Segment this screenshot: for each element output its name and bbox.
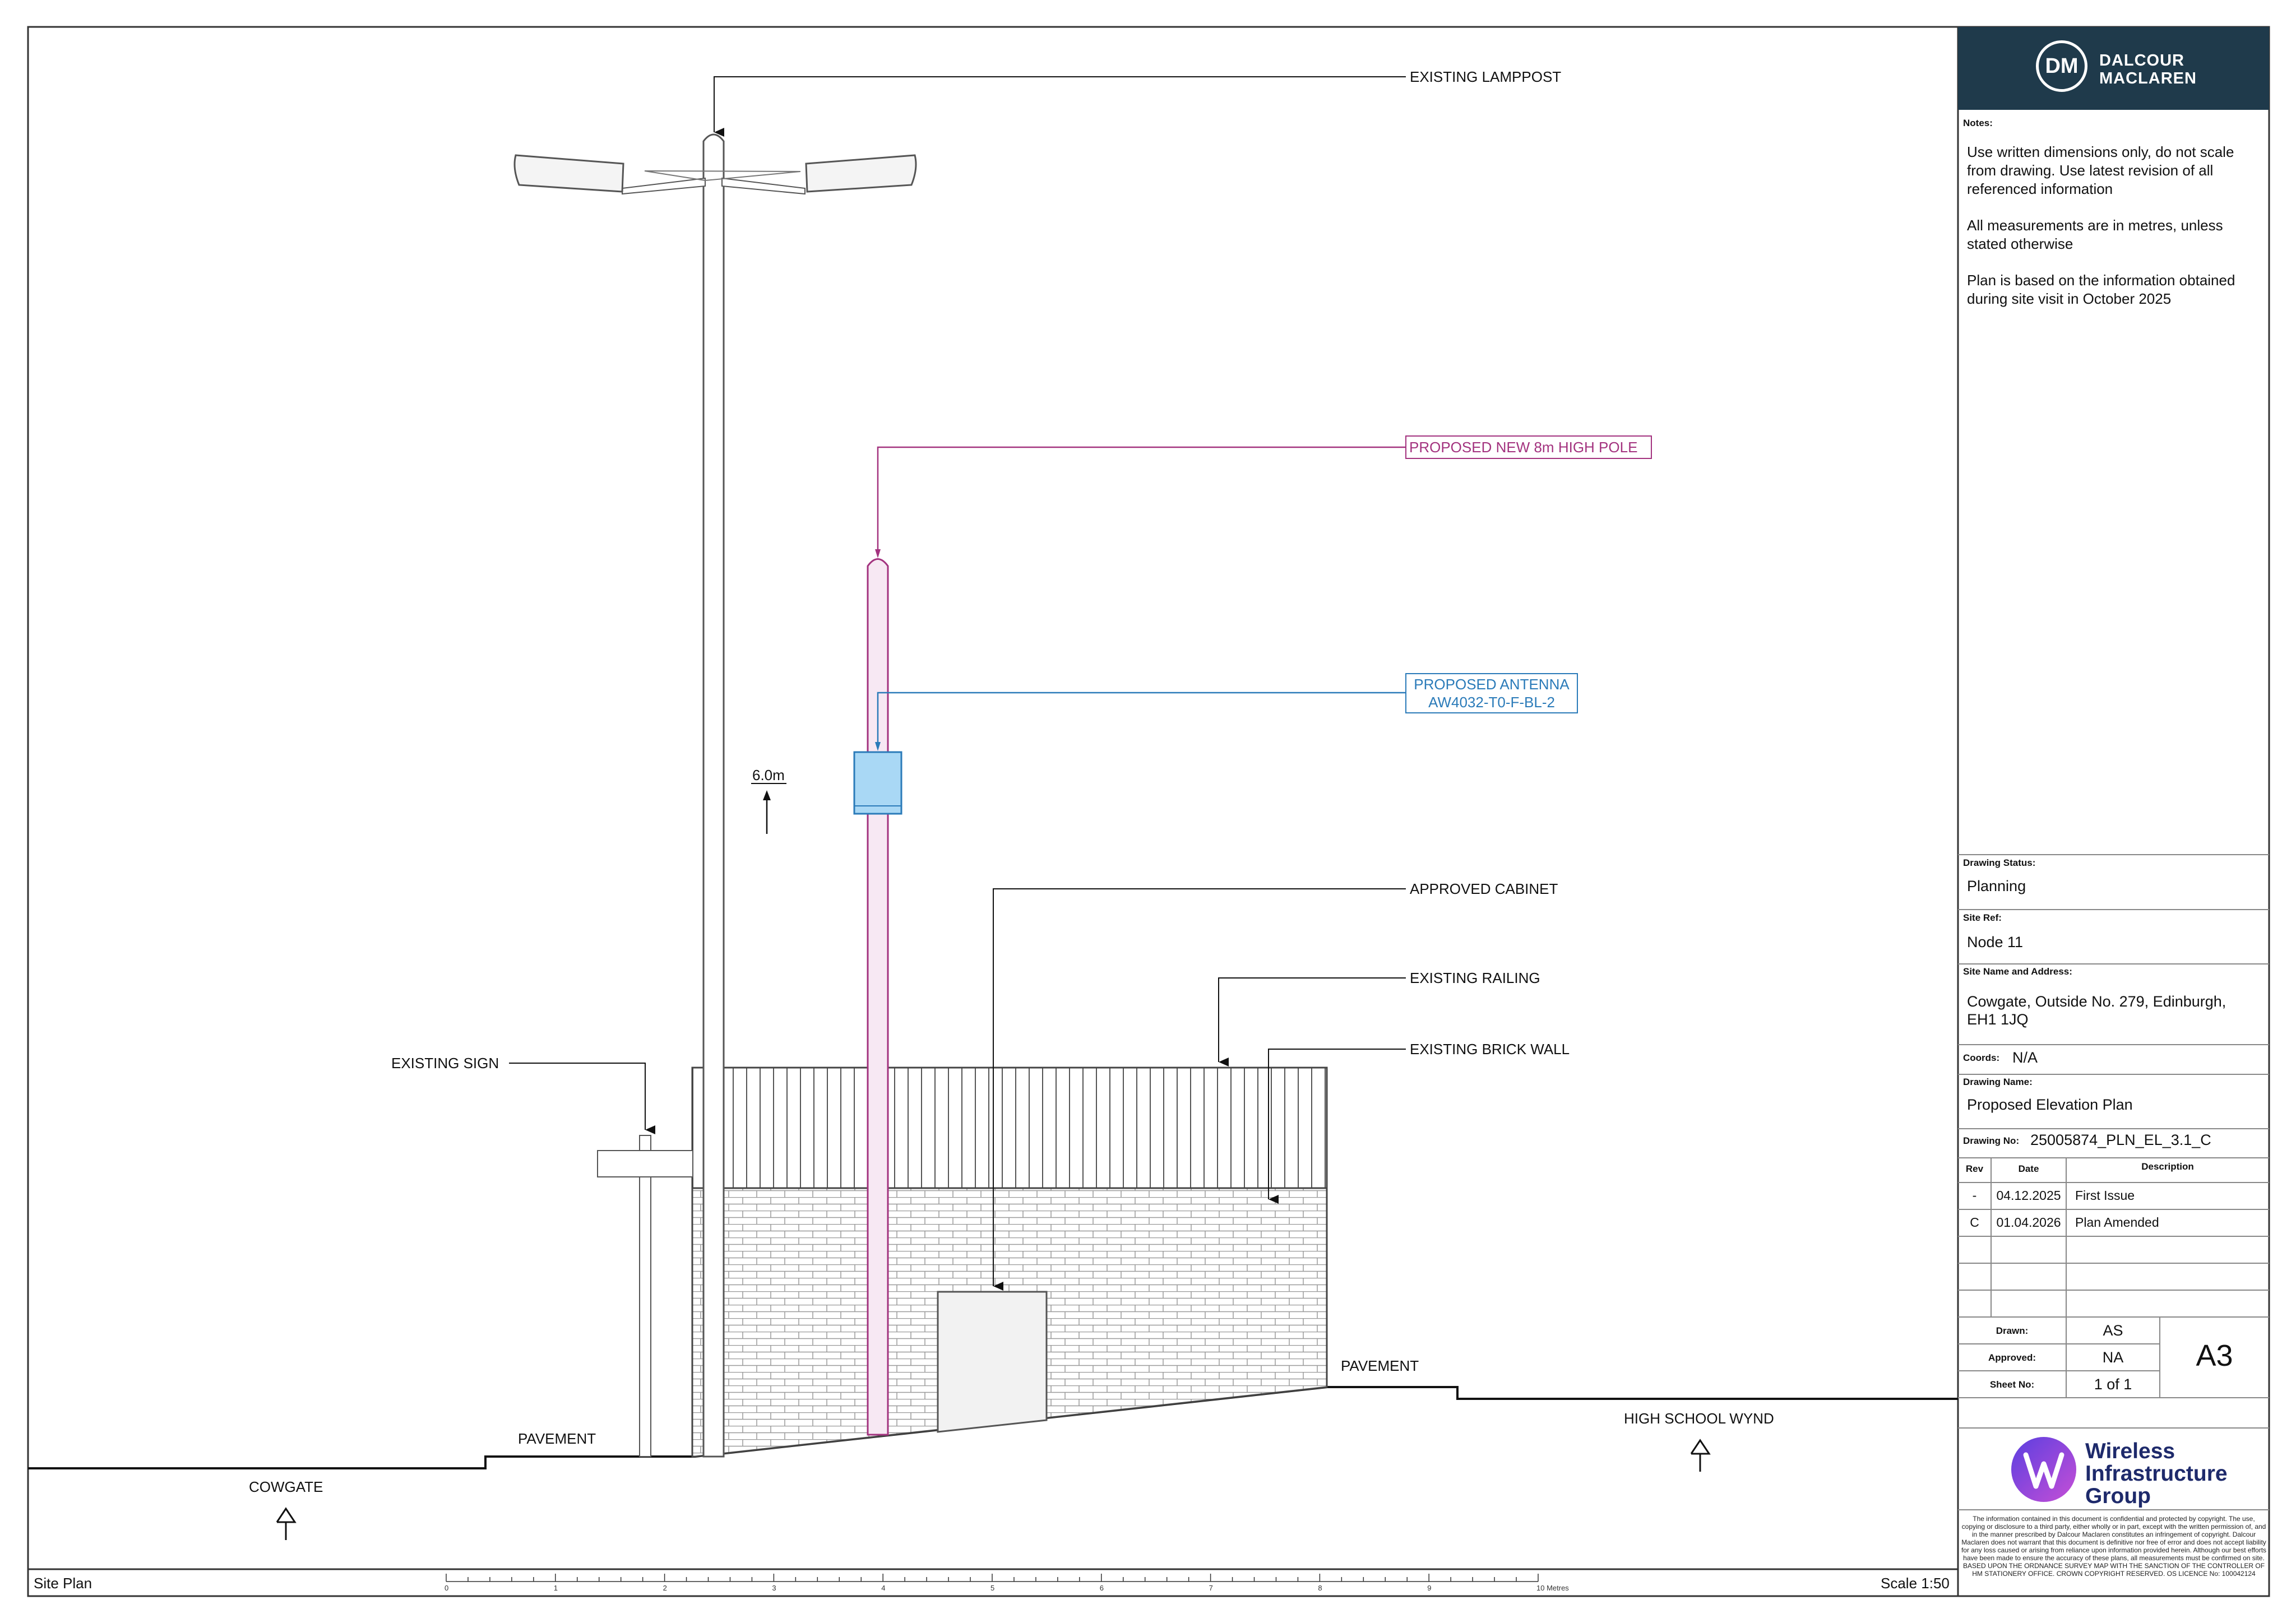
lamp-head-left bbox=[513, 154, 624, 193]
table-row-desc: Plan Amended bbox=[2075, 1215, 2159, 1230]
client-name: Wireless Infrastructure Group bbox=[2085, 1440, 2228, 1508]
brand-name-line1: DALCOUR bbox=[2099, 52, 2184, 69]
label-existing-lamppost: EXISTING LAMPPOST bbox=[1410, 68, 1561, 85]
description-header: Description bbox=[2141, 1161, 2194, 1172]
table-row-date: 04.12.2025 bbox=[1996, 1188, 2061, 1203]
dm-logo-icon: DM bbox=[2036, 40, 2087, 92]
note-2: All measurements are in metres, unless s… bbox=[1967, 217, 2223, 252]
view-title: Site Plan bbox=[34, 1575, 92, 1592]
table-row-date: 01.04.2026 bbox=[1996, 1215, 2061, 1230]
brand-name: DALCOUR MACLAREN bbox=[2099, 52, 2197, 87]
scale-tick-label: 1 bbox=[554, 1584, 558, 1592]
brand-header bbox=[1958, 27, 2269, 110]
drawn: AS bbox=[2103, 1322, 2123, 1339]
existing-railing bbox=[691, 1066, 1328, 1189]
scale-tick-label: 6 bbox=[1100, 1584, 1104, 1592]
note-1: Use written dimensions only, do not scal… bbox=[1967, 143, 2234, 197]
title-block-grid bbox=[1958, 854, 2269, 1510]
site-name-line1: Cowgate, Outside No. 279, Edinburgh, bbox=[1967, 993, 2226, 1010]
label-existing-brick-wall: EXISTING BRICK WALL bbox=[1410, 1041, 1570, 1058]
drawing-no: 25005874_PLN_EL_3.1_C bbox=[2030, 1132, 2211, 1148]
notes-label: Notes: bbox=[1963, 118, 1993, 128]
drawing-no-label: Drawing No: bbox=[1963, 1135, 2020, 1146]
drawing-status: Planning bbox=[1967, 878, 2026, 894]
approved-label: Approved: bbox=[1988, 1352, 2036, 1363]
scale-tick-label: 4 bbox=[881, 1584, 885, 1592]
label-proposed-pole: PROPOSED NEW 8m HIGH POLE bbox=[1409, 439, 1637, 456]
site-name-line2: EH1 1JQ bbox=[1967, 1011, 2029, 1028]
site-ref-label: Site Ref: bbox=[1963, 912, 2002, 923]
sign-post bbox=[639, 1176, 651, 1457]
drawn-label: Drawn: bbox=[1996, 1325, 2029, 1336]
scale-tick-label: 8 bbox=[1318, 1584, 1322, 1592]
proposed-antenna bbox=[853, 751, 902, 815]
proposed-pole bbox=[867, 558, 889, 1436]
scale-tick-label: 10 Metres bbox=[1536, 1584, 1569, 1592]
drawing-name-label: Drawing Name: bbox=[1963, 1077, 2033, 1087]
scale-tick-label: 9 bbox=[1427, 1584, 1431, 1592]
antenna-callout-box bbox=[1405, 673, 1578, 713]
label-existing-railing: EXISTING RAILING bbox=[1410, 970, 1540, 986]
table-row-desc: First Issue bbox=[2075, 1188, 2135, 1203]
site-ref: Node 11 bbox=[1967, 934, 2024, 950]
copyright-notice: The information contained in this docume… bbox=[1961, 1515, 2267, 1578]
scale-tick-label: 3 bbox=[772, 1584, 776, 1592]
brand-name-line2: MACLAREN bbox=[2099, 69, 2197, 87]
date-header: Date bbox=[2018, 1163, 2039, 1174]
label-height-marker: 6.0m bbox=[752, 767, 785, 783]
scale-tick-label: 0 bbox=[445, 1584, 448, 1592]
label-cowgate: COWGATE bbox=[249, 1478, 323, 1495]
approved: NA bbox=[2102, 1349, 2124, 1366]
client-line2: Infrastructure bbox=[2085, 1462, 2228, 1486]
table-row-rev: - bbox=[1972, 1188, 1977, 1203]
note-3: Plan is based on the information obtaine… bbox=[1967, 272, 2235, 307]
existing-sign bbox=[597, 1150, 693, 1177]
site-name-label: Site Name and Address: bbox=[1963, 966, 2072, 977]
scale-tick-label: 7 bbox=[1209, 1584, 1213, 1592]
scale-tick-label: 5 bbox=[990, 1584, 994, 1592]
coords-label: Coords: bbox=[1963, 1052, 2000, 1063]
sheet-no: 1 of 1 bbox=[2094, 1376, 2132, 1393]
table-row-rev: C bbox=[1970, 1215, 1979, 1230]
approved-cabinet bbox=[937, 1291, 1048, 1433]
lamp-head-right bbox=[805, 154, 917, 193]
scale-label: Scale 1:50 bbox=[1881, 1575, 1950, 1592]
label-antenna-line1: PROPOSED ANTENNA bbox=[1414, 676, 1570, 693]
scale-bar bbox=[446, 1574, 1539, 1582]
label-existing-sign: EXISTING SIGN bbox=[391, 1055, 499, 1072]
label-pavement-left: PAVEMENT bbox=[518, 1430, 596, 1447]
scale-bar-labels: 0 1 2 3 4 5 6 7 8 9 10 Metres bbox=[445, 1584, 1569, 1592]
coords: N/A bbox=[2012, 1049, 2038, 1066]
label-pavement-right: PAVEMENT bbox=[1341, 1357, 1419, 1374]
high-school-wynd-arrow bbox=[1690, 1439, 1711, 1472]
drawing-status-label: Drawing Status: bbox=[1963, 857, 2036, 868]
label-antenna-line2: AW4032-T0-F-BL-2 bbox=[1428, 694, 1555, 711]
cowgate-arrow bbox=[276, 1507, 297, 1540]
pole-callout-box bbox=[1405, 435, 1652, 459]
sheet-label: Sheet No: bbox=[1989, 1379, 2035, 1390]
sheet-frame bbox=[27, 26, 2270, 1597]
wig-logo-icon bbox=[2011, 1437, 2076, 1502]
client-line1: Wireless bbox=[2085, 1439, 2175, 1463]
client-line3: Group bbox=[2085, 1484, 2151, 1508]
rev-header: Rev bbox=[1965, 1163, 1984, 1174]
paper-size: A3 bbox=[2196, 1339, 2233, 1372]
drawing-name: Proposed Elevation Plan bbox=[1967, 1096, 2133, 1113]
existing-lamppost bbox=[702, 133, 725, 1458]
label-high-school-wynd: HIGH SCHOOL WYND bbox=[1624, 1410, 1774, 1427]
label-approved-cabinet: APPROVED CABINET bbox=[1410, 880, 1558, 897]
scale-tick-label: 2 bbox=[663, 1584, 667, 1592]
